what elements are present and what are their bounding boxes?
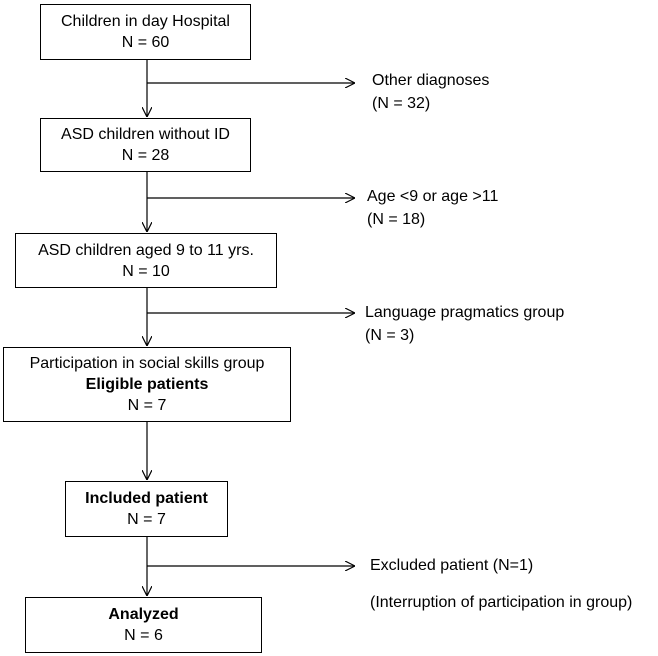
box-participation-label: Participation in social skills group (29, 355, 265, 372)
box-asd-without-id-count: N = 28 (121, 147, 170, 164)
box-analyzed-count: N = 6 (124, 627, 163, 644)
box-asd-without-id: ASD children without ID N = 28 (40, 118, 251, 172)
box-asd-aged-label: ASD children aged 9 to 11 yrs. (38, 241, 254, 259)
box-participation: Participation in social skills group Eli… (3, 347, 291, 422)
exclusion-other-diagnoses-label: Other diagnoses (372, 72, 490, 89)
box-children-day-hospital: Children in day Hospital N = 60 (40, 4, 251, 60)
exclusion-language: Language pragmatics group (N = 3) (365, 301, 564, 347)
exclusion-excluded-patient: Excluded patient (N=1) (Interruption of … (370, 555, 632, 613)
box-asd-aged-count: N = 10 (122, 262, 170, 280)
box-asd-without-id-label: ASD children without ID (61, 126, 230, 143)
box-included-label: Included patient (85, 490, 208, 507)
box-participation-count: N = 7 (127, 397, 167, 414)
exclusion-other-diagnoses: Other diagnoses (N = 32) (372, 69, 489, 115)
box-asd-aged: ASD children aged 9 to 11 yrs. N = 10 (15, 233, 277, 288)
box-participation-eligible: Eligible patients (85, 376, 209, 393)
exclusion-language-count: (N = 3) (365, 327, 415, 344)
box-included-count: N = 7 (127, 511, 166, 528)
box-analyzed: Analyzed N = 6 (25, 597, 262, 653)
box-analyzed-label: Analyzed (108, 606, 179, 623)
exclusion-age-count: (N = 18) (367, 211, 426, 228)
exclusion-excluded-patient-reason: (Interruption of participation in group) (370, 594, 633, 611)
box-included: Included patient N = 7 (65, 481, 228, 537)
exclusion-age-label: Age <9 or age >11 (367, 188, 499, 205)
exclusion-age: Age <9 or age >11 (N = 18) (367, 185, 498, 231)
box-children-day-hospital-count: N = 60 (121, 34, 170, 51)
exclusion-language-label: Language pragmatics group (365, 304, 565, 321)
exclusion-excluded-patient-label: Excluded patient (N=1) (370, 557, 534, 574)
box-children-day-hospital-label: Children in day Hospital (61, 13, 230, 30)
exclusion-other-diagnoses-count: (N = 32) (372, 95, 431, 112)
